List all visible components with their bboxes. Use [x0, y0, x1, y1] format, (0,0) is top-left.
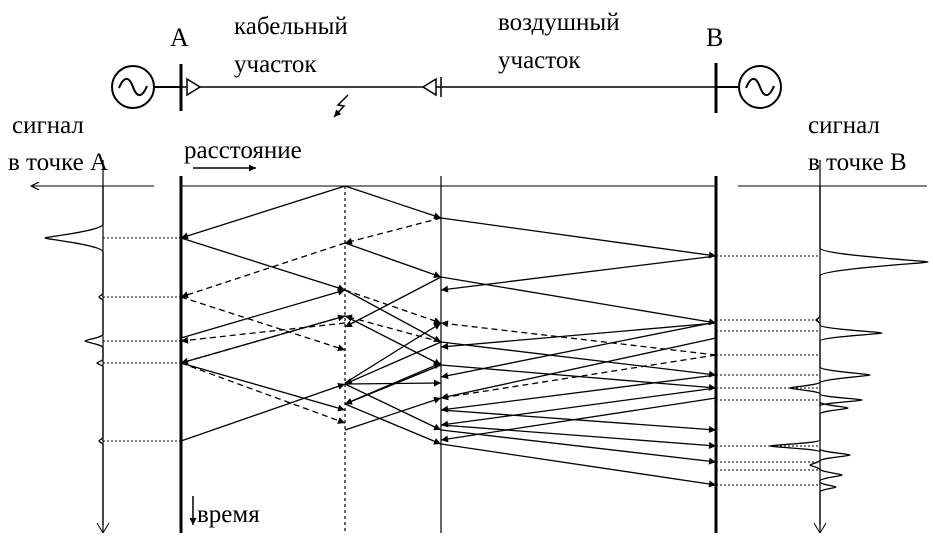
fault-icon [333, 94, 349, 118]
wave-arrow-solid [180, 288, 346, 339]
wave-arrow-solid [440, 409, 717, 433]
wave-arrow-solid [344, 276, 442, 328]
wave-arrow-solid [344, 383, 442, 431]
wave-arrow-dashed [344, 289, 442, 325]
wave-arrow-solid [344, 289, 442, 343]
wave-arrow-dashed [180, 296, 346, 352]
wave-arrow-solid [344, 322, 442, 384]
signal-a-label-1: сигнал [12, 112, 84, 139]
wave-arrow-solid [180, 185, 346, 240]
cable-end-left-icon [186, 77, 202, 97]
wave-arrow-solid [440, 374, 717, 413]
wave-arrow-dashed [344, 217, 442, 245]
wave-arrow-solid [344, 315, 442, 366]
wave-arrow-solid [344, 242, 442, 278]
signal-traces [44, 186, 929, 525]
bus-a-label: A [170, 23, 189, 52]
cable-section-label-1: кабельный [234, 13, 348, 40]
distance-axis-label: расстояние [184, 137, 302, 164]
time-axis-label: время [197, 501, 260, 528]
signal-b-trace [769, 186, 929, 525]
wave-arrow-solid [344, 379, 442, 387]
wave-arrow-solid [440, 255, 717, 293]
wave-arrow-solid [440, 322, 717, 350]
wave-arrow-solid [440, 276, 717, 326]
cable-end-right-icon [421, 77, 437, 97]
generator-b-icon [716, 65, 782, 109]
wave-arrow-solid [440, 337, 717, 400]
wave-arrow-solid [180, 362, 346, 412]
signal-a-label-2: в точке А [8, 149, 108, 176]
wave-arrow-dashed [440, 354, 717, 401]
overhead-section-label-2: участок [498, 47, 581, 74]
time-axes [96, 160, 827, 534]
wave-arrow-solid [344, 341, 442, 385]
cable-section-label-2: участок [234, 51, 317, 78]
signal-a-trace [44, 186, 104, 525]
wave-arrow-solid [440, 429, 717, 465]
generator-a-icon [111, 65, 181, 109]
wave-arrow-solid [180, 237, 346, 292]
signal-time-links [103, 237, 820, 486]
wave-arrow-dashed [180, 322, 346, 344]
network-schematic [111, 63, 782, 118]
wave-arrow-solid [440, 321, 717, 380]
wave-arrow-solid [440, 443, 717, 488]
bus-b-label: B [706, 23, 723, 52]
wave-arrow-solid [440, 424, 717, 449]
wave-arrow-dashed [440, 320, 717, 356]
signal-b-label-2: в точке B [808, 149, 907, 176]
wave-arrow-dashed [344, 314, 442, 343]
wave-arrow-solid [344, 185, 442, 220]
wave-arrow-solid [440, 387, 717, 428]
wave-arrow-dashed [180, 315, 346, 365]
wave-arrow-dashed [180, 362, 346, 424]
wave-arrow-solid [344, 396, 442, 431]
wave-arrow-solid [440, 341, 717, 378]
wave-arrow-solid [440, 217, 717, 259]
signal-b-label-1: сигнал [808, 112, 880, 139]
wave-reflections [180, 185, 717, 488]
wave-arrow-solid [344, 403, 442, 445]
wave-arrow-solid [440, 397, 717, 443]
overhead-section-label-1: воздушный [498, 9, 620, 36]
wave-arrow-solid [440, 364, 717, 391]
wave-arrow-solid [180, 382, 346, 442]
wave-arrow-dashed [180, 242, 346, 299]
